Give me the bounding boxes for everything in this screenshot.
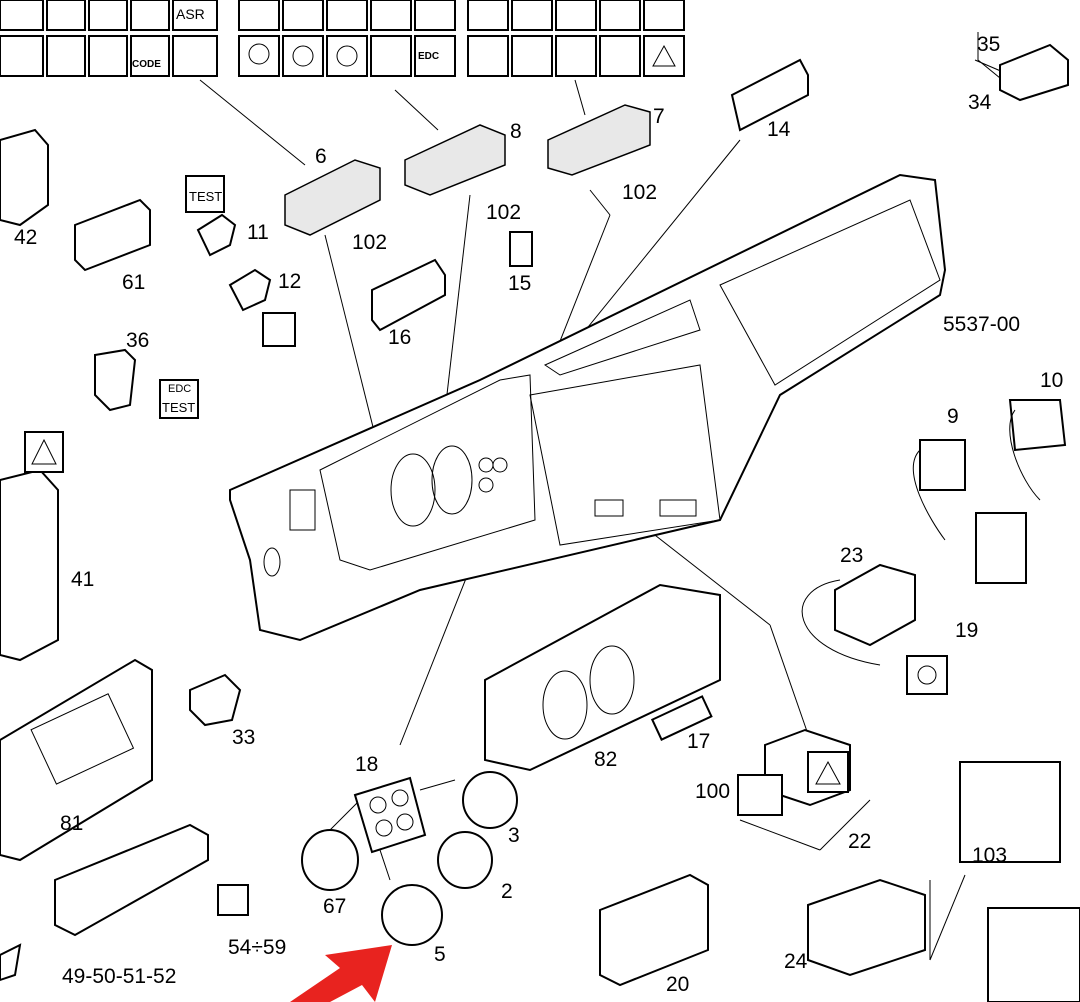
edc-test-icon-text-2: TEST bbox=[162, 400, 196, 415]
part-label: 5 bbox=[434, 943, 446, 966]
part-label: 36 bbox=[126, 329, 150, 352]
part-label: 16 bbox=[388, 326, 412, 349]
part-label: 42 bbox=[14, 226, 38, 249]
part-label: 15 bbox=[508, 272, 532, 295]
part-label: 2 bbox=[501, 880, 513, 903]
part-label: 102 bbox=[622, 181, 658, 204]
part-label: 22 bbox=[848, 830, 872, 853]
warning-symbol-icons-left bbox=[0, 0, 218, 77]
part-label: 7 bbox=[653, 105, 665, 128]
part-label: 100 bbox=[695, 780, 731, 803]
part-label: 12 bbox=[278, 270, 302, 293]
parts bbox=[0, 43, 1080, 1002]
part-label: 82 bbox=[594, 748, 618, 771]
part-label: 14 bbox=[767, 118, 791, 141]
part-label: 34 bbox=[968, 91, 992, 114]
red-highlight-arrow bbox=[290, 945, 392, 1002]
part-label: 49-50-51-52 bbox=[62, 965, 177, 988]
part-label: 81 bbox=[60, 812, 84, 835]
part-label: 102 bbox=[352, 231, 388, 254]
part-label: 10 bbox=[1040, 369, 1064, 392]
part-label: 8 bbox=[510, 120, 522, 143]
part-label: 102 bbox=[486, 201, 522, 224]
part-label: 103 bbox=[972, 844, 1008, 867]
part-label: 61 bbox=[122, 271, 146, 294]
part-label: 23 bbox=[840, 544, 864, 567]
code-icon-text: CODE bbox=[132, 59, 161, 70]
part-label: 6 bbox=[315, 145, 327, 168]
part-label: 11 bbox=[247, 221, 269, 244]
part-label: 35 bbox=[977, 33, 1001, 56]
part-label: 3 bbox=[508, 824, 520, 847]
warning-symbol-icons-middle bbox=[238, 0, 456, 77]
edc-test-icon-text-1: EDC bbox=[168, 383, 192, 395]
part-label: 67 bbox=[323, 895, 347, 918]
part-label: 19 bbox=[955, 619, 979, 642]
part-label: 20 bbox=[666, 973, 690, 996]
part-label: 41 bbox=[71, 568, 95, 591]
part-label: 9 bbox=[947, 405, 959, 428]
test-icon-text: TEST bbox=[189, 189, 223, 204]
part-label: 54÷59 bbox=[228, 936, 287, 959]
warning-symbol-icons-right bbox=[467, 0, 685, 77]
part-label: 24 bbox=[784, 950, 808, 973]
edc-icon-text: EDC bbox=[418, 51, 440, 62]
asr-icon-text: ASR bbox=[176, 6, 205, 22]
reference-code: 5537-00 bbox=[943, 313, 1021, 336]
dashboard-assembly bbox=[229, 173, 947, 642]
part-label: 33 bbox=[232, 726, 256, 749]
part-label: 18 bbox=[355, 753, 379, 776]
part-label: 17 bbox=[687, 730, 711, 753]
